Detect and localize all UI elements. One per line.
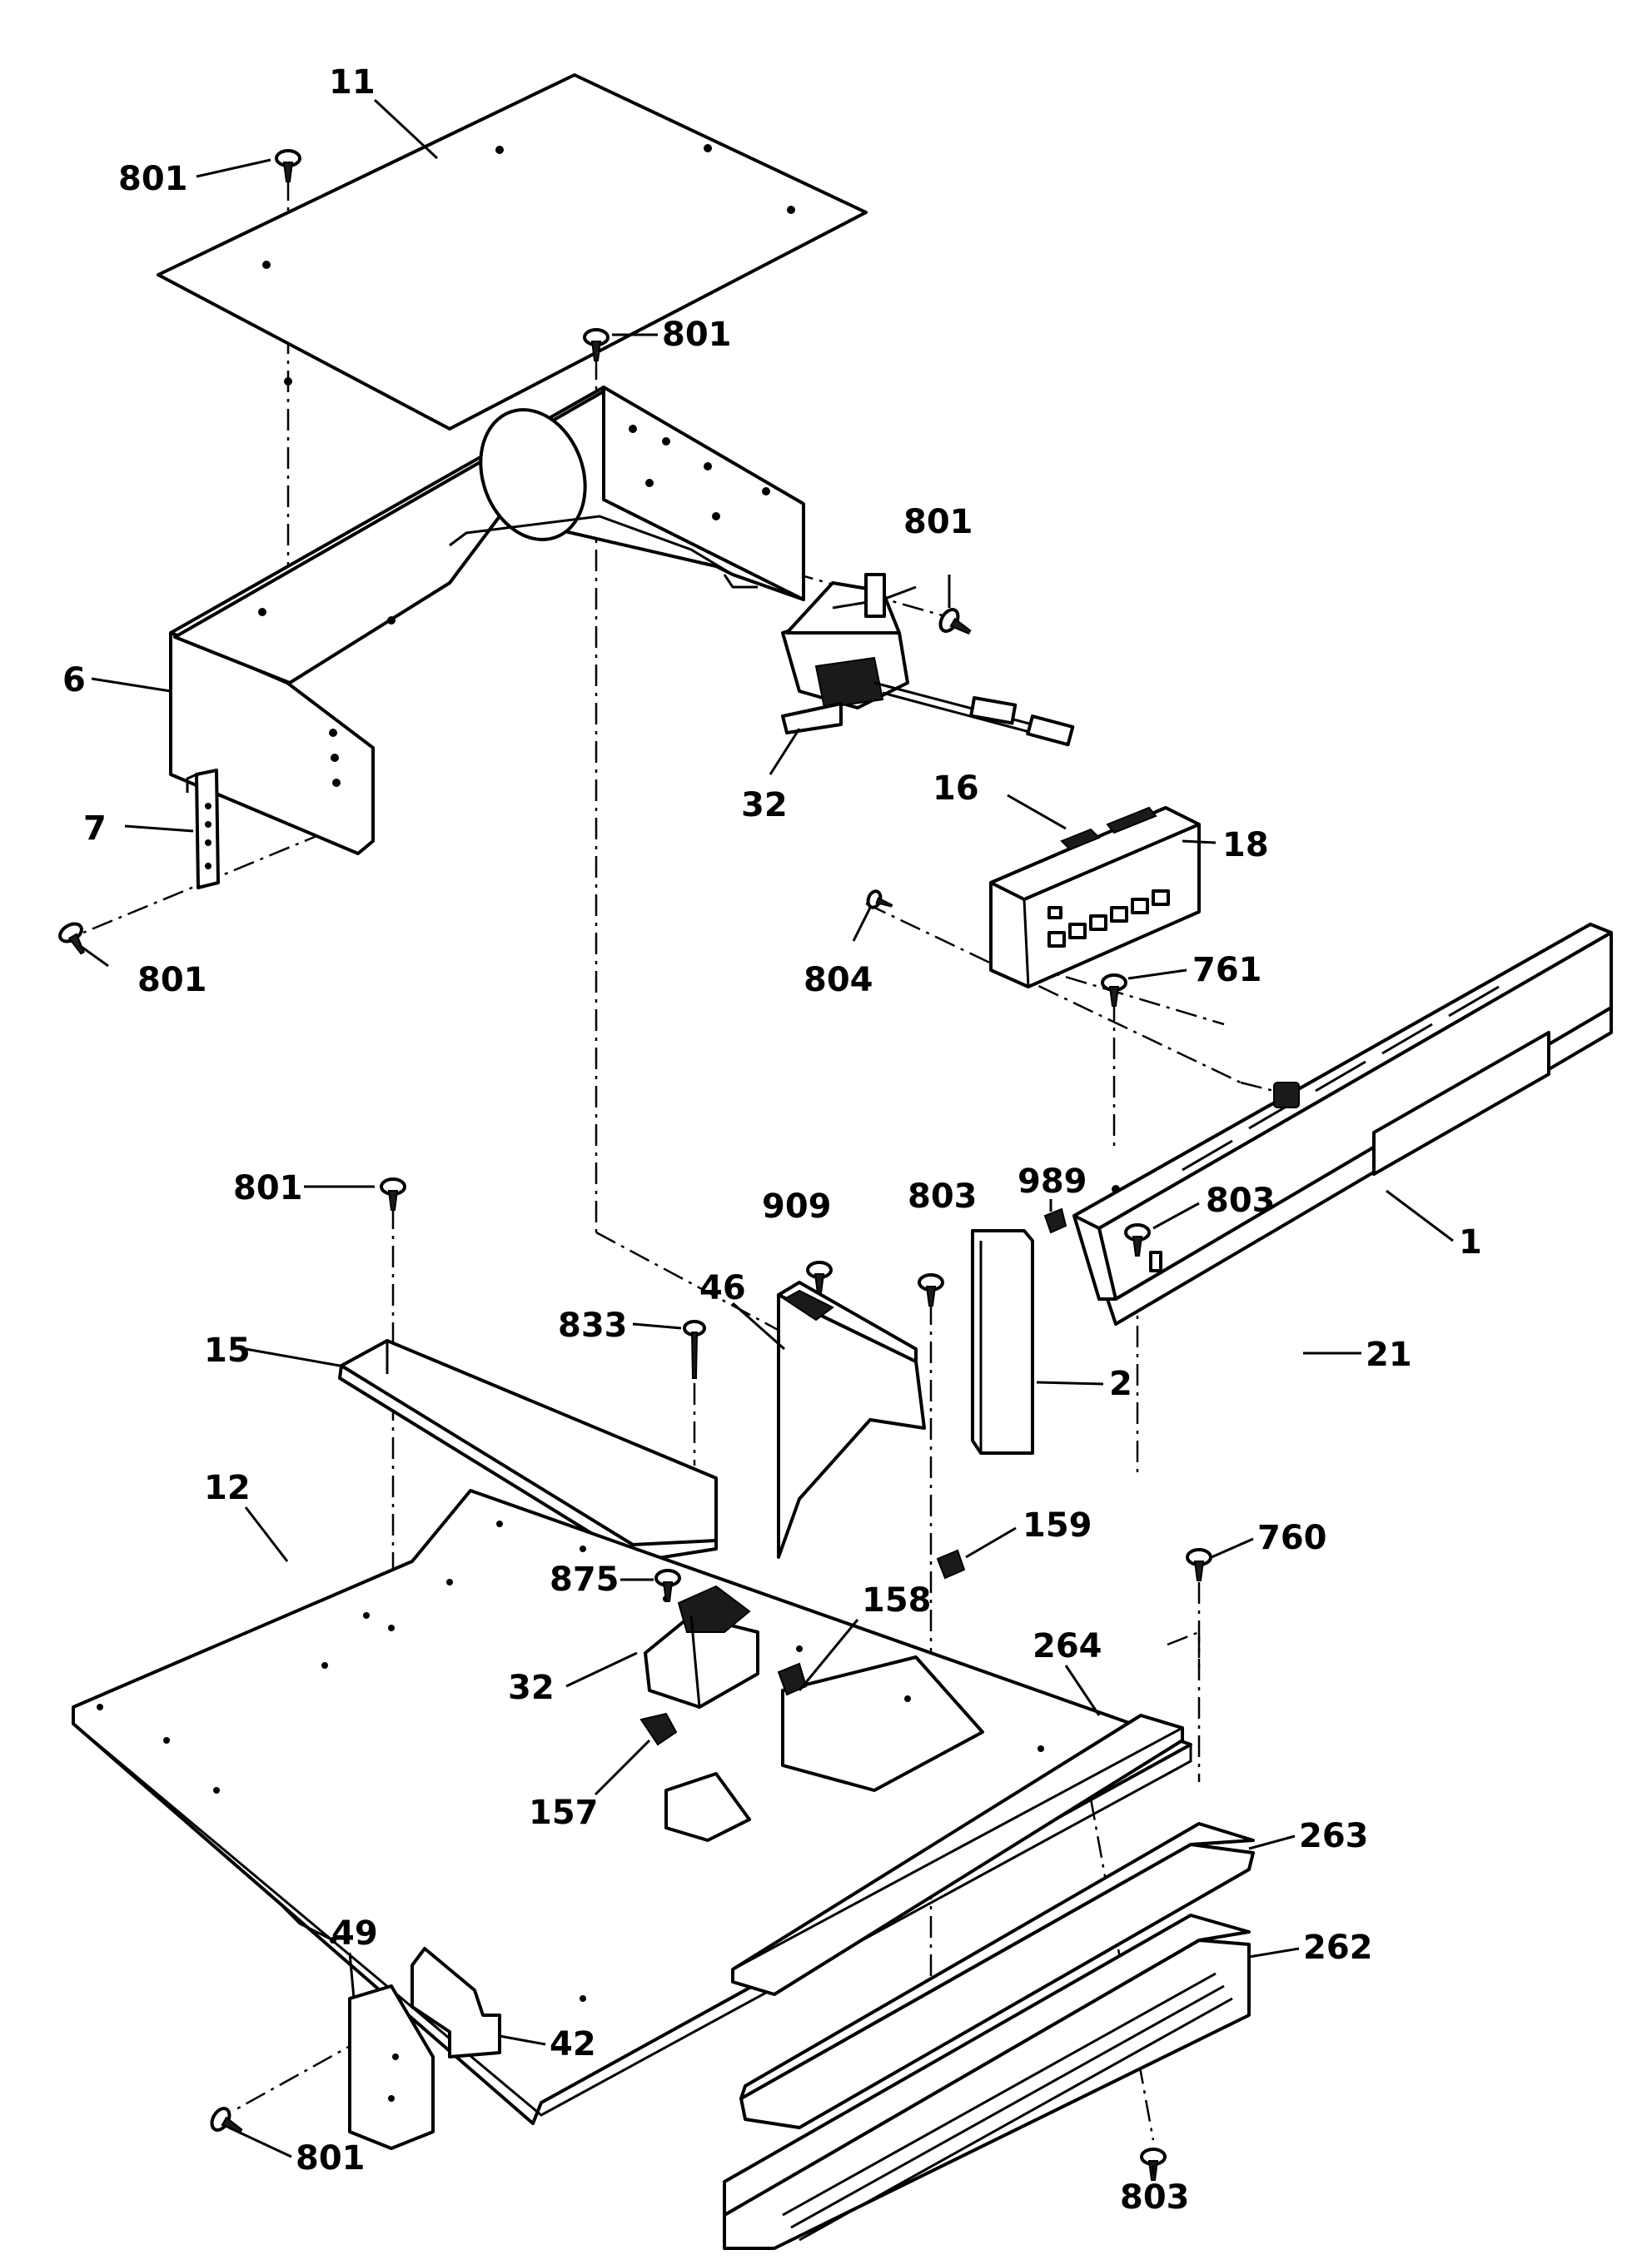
screw-801-bottom-left-icon: [210, 2107, 243, 2133]
label-1: 1: [1459, 1223, 1482, 1262]
part-263-trim-strip: [739, 1822, 1255, 2129]
label-46: 46: [699, 1269, 746, 1307]
label-157: 157: [529, 1794, 599, 1832]
label-875: 875: [550, 1561, 620, 1599]
screw-801-top-left-icon: [275, 149, 301, 182]
part-21-clip: [1273, 1082, 1300, 1108]
label-833: 833: [558, 1307, 628, 1345]
label-760: 760: [1257, 1519, 1327, 1557]
vent-slots: [782, 1972, 1233, 2242]
label-263: 263: [1299, 1817, 1369, 1855]
part-158-bracket: [777, 1662, 808, 1696]
label-159: 159: [1023, 1506, 1092, 1545]
label-803-bottom: 803: [1120, 2178, 1190, 2217]
label-801-left: 801: [137, 961, 207, 999]
screw-760-icon: [1186, 1548, 1212, 1581]
label-264: 264: [1032, 1627, 1102, 1665]
screw-803-bottom-icon: [1140, 2148, 1167, 2181]
part-11-top-cover-panel: [157, 73, 868, 431]
label-12: 12: [204, 1469, 251, 1507]
part-2-end-cap: [971, 1229, 1034, 1455]
part-262-vented-kick-plate: [723, 1914, 1251, 2250]
part-46-air-duct: [777, 1281, 926, 1559]
label-16: 16: [933, 769, 979, 808]
label-42: 42: [550, 2025, 596, 2063]
label-2: 2: [1109, 1365, 1132, 1403]
screw-803-upper-icon: [918, 1273, 944, 1307]
label-803-right: 803: [1206, 1182, 1276, 1220]
label-801-top-left: 801: [118, 160, 188, 198]
leader-lines: [78, 98, 1454, 2175]
part-7-mounting-bracket: [186, 769, 220, 889]
label-801-mid: 801: [233, 1169, 303, 1207]
part-157-bracket: [639, 1712, 678, 1746]
part-42-bracket-plate: [411, 1947, 501, 2058]
label-801-bottom-left: 801: [296, 2139, 366, 2178]
fasteners: [58, 149, 1212, 2181]
screw-801-top-center-icon: [583, 328, 610, 361]
label-761: 761: [1192, 951, 1262, 989]
part-15-support-channel: [338, 1339, 718, 1563]
label-804: 804: [804, 961, 873, 999]
part-16-18-electronic-control-board: [989, 806, 1201, 988]
part-32-lower-motor: [644, 1585, 759, 1709]
label-32-upper: 32: [741, 786, 788, 824]
part-49-bracket-plate: [348, 1984, 435, 2150]
screw-909-icon: [806, 1261, 833, 1294]
label-262: 262: [1303, 1929, 1373, 1967]
part-labels: 11 801 801 801 6 7 801 32 16 18 804 761 …: [62, 63, 1482, 2217]
screw-761-icon: [1101, 973, 1127, 1007]
screw-801-motor-icon: [938, 608, 972, 635]
label-909: 909: [762, 1187, 832, 1226]
label-803-upper: 803: [908, 1177, 978, 1216]
label-49: 49: [331, 1914, 378, 1953]
label-11: 11: [329, 63, 376, 102]
screw-833-icon: [683, 1320, 706, 1379]
label-6: 6: [62, 661, 86, 699]
label-801-top-center: 801: [662, 316, 732, 354]
screw-804-icon: [866, 889, 893, 909]
screw-801-mid-icon: [380, 1177, 406, 1211]
label-158: 158: [862, 1581, 932, 1620]
label-7: 7: [83, 809, 107, 848]
part-1-control-panel-backguard: [1072, 923, 1613, 1326]
label-32-lower: 32: [508, 1669, 555, 1707]
screw-803-right-icon: [1124, 1223, 1151, 1257]
part-6-rear-wrapper-frame: [169, 386, 805, 855]
label-21: 21: [1366, 1336, 1412, 1374]
part-159-bracket: [936, 1549, 966, 1580]
part-989-switch: [1043, 1207, 1067, 1234]
part-264-rail: [731, 1714, 1184, 1996]
label-989: 989: [1018, 1162, 1087, 1201]
label-18: 18: [1222, 826, 1269, 864]
screw-801-left-icon: [58, 922, 85, 955]
label-801-motor: 801: [903, 503, 973, 541]
screw-875-icon: [654, 1569, 681, 1602]
part-32-convection-fan-motor: [781, 573, 1075, 747]
label-15: 15: [204, 1332, 251, 1370]
